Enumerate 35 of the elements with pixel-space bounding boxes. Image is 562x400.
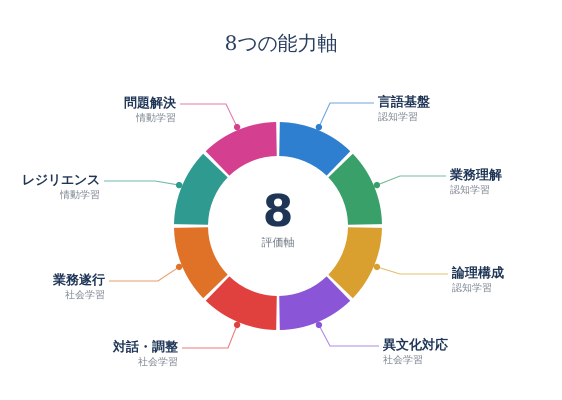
- center-number: 8: [262, 187, 294, 237]
- donut-segment: [328, 227, 382, 298]
- category-label: 社会学習: [383, 354, 424, 368]
- donut-segment: [206, 276, 277, 330]
- axis-name: 業務遂行: [53, 273, 105, 289]
- category-label: 情動学習: [134, 112, 176, 126]
- category-label: 社会学習: [64, 289, 105, 303]
- donut-segment: [206, 122, 277, 176]
- leader-line: [180, 103, 240, 130]
- donut-segment: [279, 122, 350, 176]
- category-label: 認知学習: [450, 184, 491, 198]
- leader-line: [104, 180, 182, 188]
- axis-name: 論理構成: [452, 266, 504, 282]
- leader-line: [316, 102, 374, 130]
- axis-name: 業務理解: [450, 168, 502, 184]
- axis-name: 問題解決: [124, 96, 176, 112]
- donut-segment: [174, 154, 228, 225]
- donut-segment: [328, 154, 382, 225]
- category-label: 認知学習: [452, 282, 493, 296]
- category-label: 認知学習: [378, 111, 419, 125]
- category-label: 情動学習: [58, 189, 100, 203]
- leader-line: [374, 264, 448, 275]
- donut-segment: [174, 227, 228, 298]
- leader-line: [182, 322, 240, 349]
- title: 8つの能力軸: [224, 30, 338, 56]
- donut-segment: [279, 276, 350, 330]
- category-label: 社会学習: [137, 356, 178, 370]
- axis-name: レジリエンス: [22, 173, 100, 189]
- leader-line: [316, 322, 379, 347]
- center-label: 評価軸: [260, 236, 296, 250]
- leader-line: [374, 175, 446, 188]
- axis-name: 異文化対応: [383, 338, 448, 354]
- axis-name: 対話・調整: [113, 340, 178, 356]
- leader-line: [109, 264, 182, 282]
- axis-name: 言語基盤: [378, 95, 430, 111]
